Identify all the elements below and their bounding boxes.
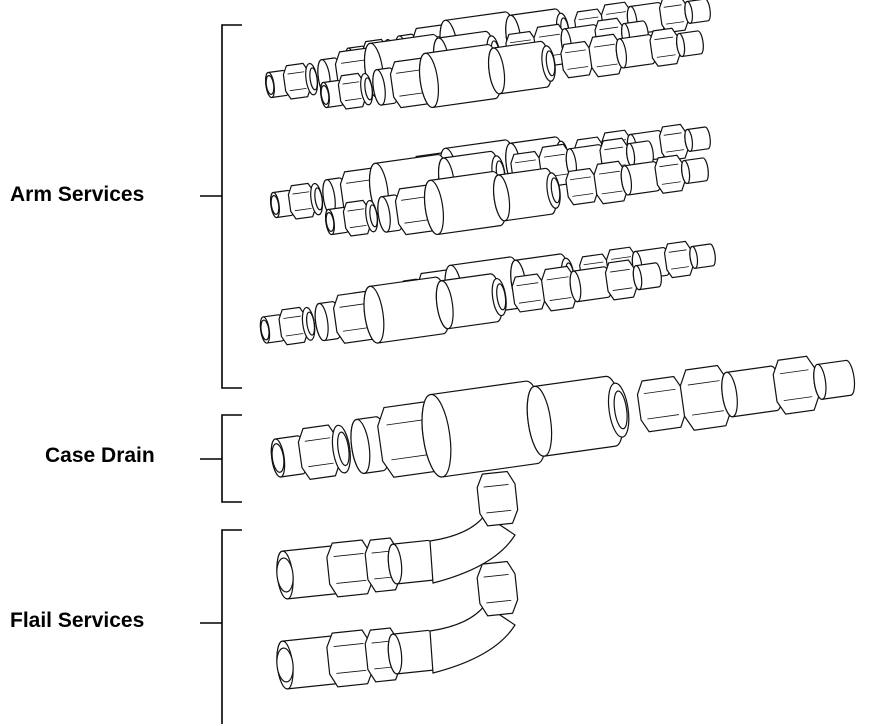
arm-assembly-3-front [259,259,662,346]
arm-assembly-1-front [320,27,704,110]
flail-assembly-1 [276,470,519,600]
flail-services-bracket [200,529,242,724]
flail-assembly-2 [276,560,519,690]
arm-services-label: Arm Services [10,183,145,206]
case-drain-coupling [270,355,856,480]
case-drain-assembly [270,355,856,480]
case-drain-label: Case Drain [45,444,155,467]
arm-services-bracket [200,24,242,389]
flail-services-assemblies [276,470,519,690]
case-drain-bracket [200,414,242,503]
flail-services-label: Flail Services [10,609,145,632]
arm-services-assemblies [259,0,716,346]
arm-assembly-2-front [325,154,709,237]
